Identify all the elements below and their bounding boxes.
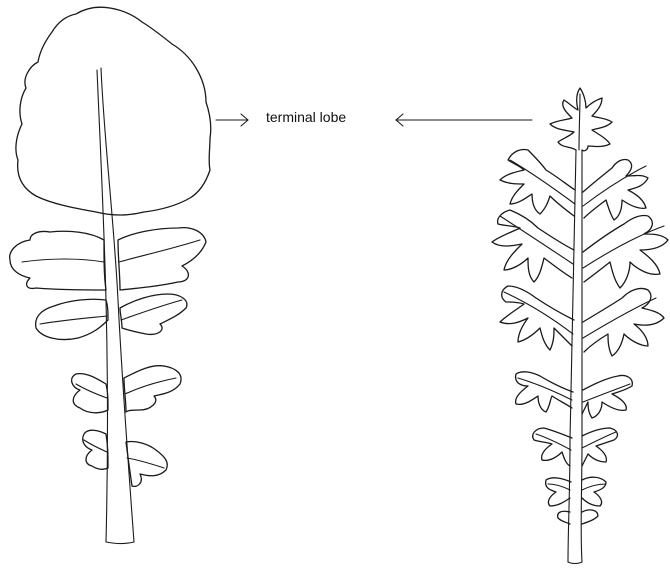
left-stalk-base — [106, 542, 134, 544]
right-pinna-fourth-left — [516, 372, 573, 412]
arrow-to-left-lobe — [216, 114, 248, 126]
right-pinna-sixth-left-vein — [548, 484, 570, 490]
left-lobe-middle-left-vein — [40, 316, 107, 324]
right-terminal-lobe — [550, 88, 612, 151]
right-pinna-basal-right — [582, 510, 598, 524]
arrow-to-right-lobe — [396, 114, 532, 126]
right-stalk-base — [568, 562, 582, 564]
right-pinna-upper-right — [583, 159, 648, 220]
left-lobe-lower-left — [72, 374, 108, 413]
right-pinna-third-left-vein — [504, 292, 573, 334]
left-lobe-middle-right — [120, 294, 187, 334]
right-pinna-second-right-vein — [583, 226, 664, 268]
right-pinna-fourth-right — [582, 375, 632, 418]
left-lobe-lower-left-vein — [76, 384, 107, 398]
left-lobe-lowest-left-vein — [84, 440, 107, 452]
left-lobe-upper-left-vein — [22, 259, 104, 262]
right-leaf — [492, 88, 668, 564]
right-pinna-second-right — [583, 215, 668, 288]
terminal-lobe-label: terminal lobe — [266, 109, 346, 125]
left-terminal-lobe — [16, 7, 211, 215]
right-pinna-sixth-right — [582, 477, 606, 506]
left-lobe-lowest-right — [126, 441, 167, 486]
left-lobe-lowest-left — [83, 430, 108, 469]
left-lobe-lower-right — [124, 366, 181, 412]
left-lobe-upper-right-vein — [119, 240, 200, 262]
right-pinna-sixth-left — [546, 478, 571, 506]
left-lobe-lowest-right-vein — [127, 458, 164, 468]
right-pinna-second-left — [492, 210, 574, 282]
right-terminal-lobe-vein — [579, 94, 580, 150]
right-pinna-third-right — [583, 288, 664, 356]
left-lobe-lower-right-vein — [125, 378, 176, 394]
right-midrib-right-edge — [581, 150, 582, 562]
right-pinna-third-right-vein — [583, 298, 656, 338]
left-leaf — [10, 7, 211, 543]
right-pinna-upper-left — [500, 149, 575, 216]
right-pinna-upper-right-vein — [583, 166, 646, 206]
